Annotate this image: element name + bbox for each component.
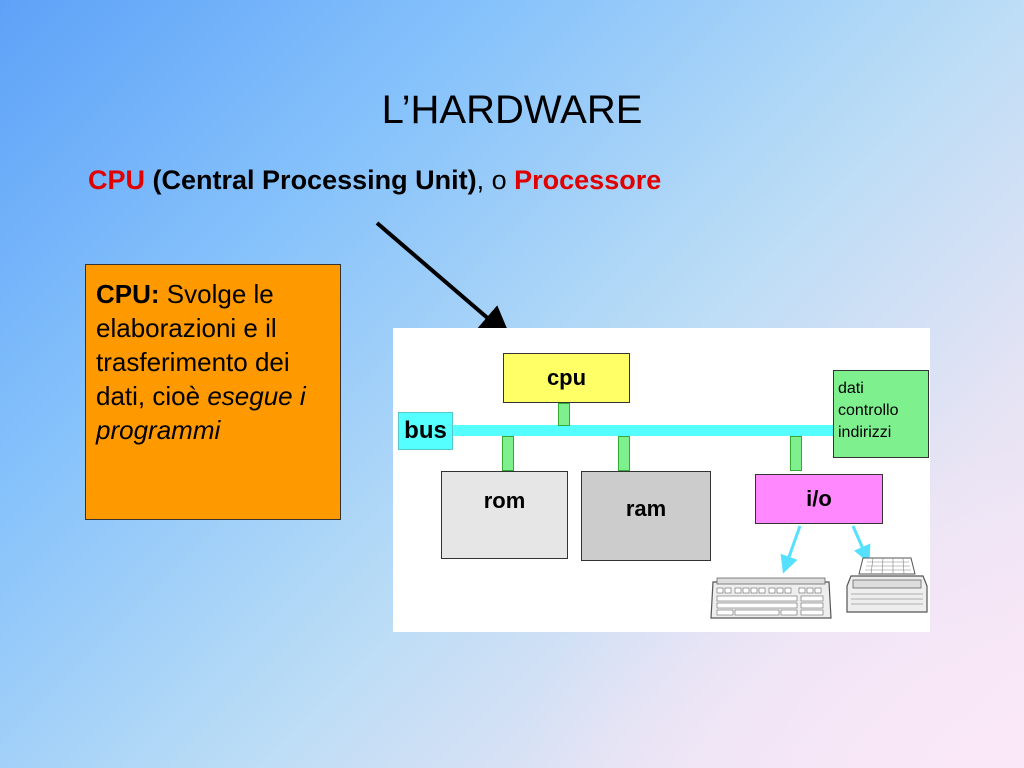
cpu-block: cpu (503, 353, 630, 403)
cpu-description-box: CPU: Svolge le elaborazioni e il trasfer… (85, 264, 341, 520)
link-cpu-bus (558, 403, 570, 426)
subtitle-cpu: CPU (88, 165, 146, 195)
bus-line (451, 425, 833, 436)
slide-subtitle: CPU (Central Processing Unit), o Process… (88, 165, 661, 196)
io-block: i/o (755, 474, 883, 524)
link-ram-bus (618, 436, 630, 471)
legend-item: dati (838, 380, 864, 397)
subtitle-processore: Processore (514, 165, 662, 195)
cpu-box-italic: esegue i programmi (96, 381, 306, 445)
link-io-bus (790, 436, 802, 471)
subtitle-full-name: (Central Processing Unit) (152, 165, 477, 195)
io-arrows-icon (780, 525, 871, 574)
cpu-box-label: CPU: (96, 279, 160, 309)
cpu-box-text: Svolge le elaborazioni e il trasferiment… (96, 279, 290, 411)
bus-signals-legend: dati controllo indirizzi (833, 370, 929, 458)
printer-icon (846, 557, 928, 613)
rom-block: rom (441, 471, 568, 559)
bus-label: bus (398, 412, 453, 450)
legend-item: indirizzi (838, 424, 892, 441)
subtitle-connector: , o (476, 165, 507, 195)
ram-block: ram (581, 471, 711, 561)
slide-title: L’HARDWARE (381, 88, 643, 132)
legend-item: controllo (838, 402, 899, 419)
keyboard-icon (710, 577, 832, 619)
link-rom-bus (502, 436, 514, 471)
hardware-diagram: bus cpu rom ram i/o dati controllo indir… (393, 328, 930, 632)
pointer-arrow-icon (375, 221, 512, 339)
